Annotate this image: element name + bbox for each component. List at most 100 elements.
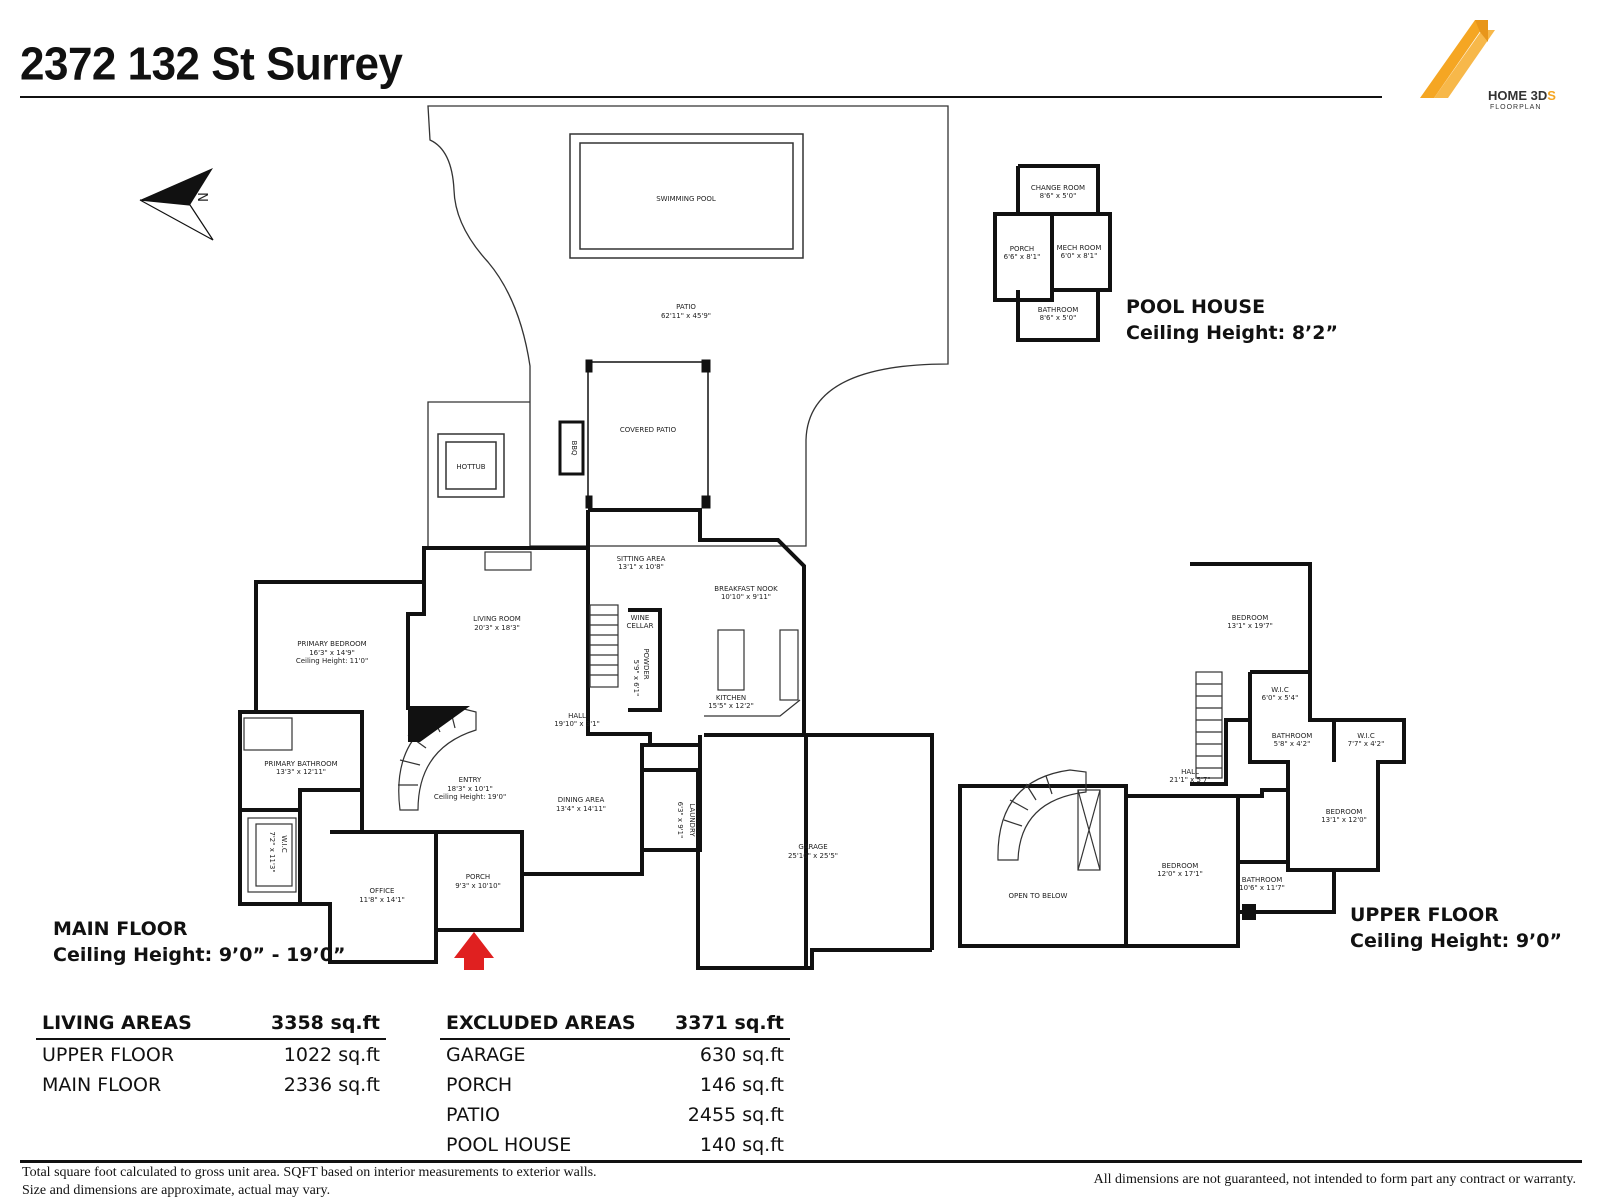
entry-name: ENTRY xyxy=(459,776,482,784)
powder-name: POWDER xyxy=(642,648,650,679)
ph-bath-dim: 8'6" x 5'0" xyxy=(1040,314,1077,322)
wine-name2: CELLAR xyxy=(627,622,654,630)
covered-patio xyxy=(585,359,711,509)
up-wic1-name: W.I.C xyxy=(1271,686,1289,694)
wic-name: W.I.C xyxy=(280,835,288,853)
living-areas-header: LIVING AREAS 3358 sq.ft xyxy=(36,1008,386,1040)
compass-label: N xyxy=(197,192,212,202)
logo-subtitle: FLOORPLAN xyxy=(1490,104,1542,111)
ph-mech-dim: 6'0" x 8'1" xyxy=(1061,252,1098,260)
upper-floor-details xyxy=(997,671,1223,871)
page-title: 2372 132 St Surrey xyxy=(20,38,403,91)
ph-porch-dim: 6'6" x 8'1" xyxy=(1004,253,1041,261)
living-dim: 20'3" x 18'3" xyxy=(474,624,520,632)
footer-warranty: All dimensions are not guaranteed, not i… xyxy=(1093,1172,1576,1187)
row-value: 2455 sq.ft xyxy=(687,1104,784,1126)
excluded-areas-header: EXCLUDED AREAS 3371 sq.ft xyxy=(440,1008,790,1040)
swimming-pool xyxy=(569,133,804,259)
pool-house-ceiling: Ceiling Height: 8’2” xyxy=(1126,322,1338,344)
excluded-areas-title: EXCLUDED AREAS xyxy=(446,1012,636,1034)
up-wic2-dim: 7'7" x 4'2" xyxy=(1348,740,1385,748)
bbq xyxy=(558,420,585,476)
laundry-dim: 6'3" x 9'1" xyxy=(676,802,684,839)
up-open-name: OPEN TO BELOW xyxy=(1009,892,1068,900)
living-name: LIVING ROOM xyxy=(473,615,521,623)
excluded-areas-total: 3371 sq.ft xyxy=(675,1012,784,1034)
ph-porch-name: PORCH xyxy=(1010,245,1034,253)
wine-name: WINE xyxy=(631,614,650,622)
row-value: 1022 sq.ft xyxy=(283,1044,380,1066)
primary-bath-dim: 13'3" x 12'11" xyxy=(276,768,326,776)
covered-patio-label: COVERED PATIO xyxy=(620,426,677,434)
hall-name: HALL xyxy=(568,712,586,720)
main-floor-details xyxy=(243,551,801,893)
hottub xyxy=(437,433,505,498)
main-floor-walls xyxy=(238,508,934,970)
up-bed2-name: BEDROOM xyxy=(1326,808,1363,816)
main-floor-label: MAIN FLOOR Ceiling Height: 9’0” - 19’0” xyxy=(53,916,345,968)
sitting-name: SITTING AREA xyxy=(617,555,666,563)
brand-logo: HOME 3DS FLOORPLAN xyxy=(1420,20,1570,115)
laundry-name: LAUNDRY xyxy=(688,803,696,837)
garage-name: GARAGE xyxy=(798,843,827,851)
hall-dim: 19'10" x 3'1" xyxy=(554,720,600,728)
pool-label: SWIMMING POOL xyxy=(656,195,716,203)
disclaimer-line-1: Total square foot calculated to gross un… xyxy=(22,1165,597,1180)
up-bed3-name: BEDROOM xyxy=(1162,862,1199,870)
table-row: PATIO 2455 sq.ft xyxy=(440,1100,790,1130)
dining-name: DINING AREA xyxy=(558,796,605,804)
ph-change-dim: 8'6" x 5'0" xyxy=(1040,192,1077,200)
row-label: GARAGE xyxy=(446,1044,526,1066)
up-wic2-name: W.I.C xyxy=(1357,732,1375,740)
up-bed1-name: BEDROOM xyxy=(1232,614,1269,622)
sitting-dim: 13'1" x 10'8" xyxy=(618,563,664,571)
wic-dim: 7'2" x 11'3" xyxy=(268,831,276,872)
powder-dim: 5'9" x 6'1" xyxy=(632,660,640,697)
upper-floor-name: UPPER FLOOR xyxy=(1350,904,1499,926)
pool-house-label: POOL HOUSE Ceiling Height: 8’2” xyxy=(1126,294,1338,346)
disclaimer-line-2: Size and dimensions are approximate, act… xyxy=(22,1183,331,1198)
office-dim: 11'8" x 14'1" xyxy=(359,896,405,904)
ph-bath-name: BATHROOM xyxy=(1038,306,1079,314)
title-divider xyxy=(20,96,1382,98)
footer-disclaimer: Total square foot calculated to gross un… xyxy=(22,1164,597,1200)
up-bath2-dim: 10'6" x 11'7" xyxy=(1239,884,1285,892)
primary-bed-ceiling: Ceiling Height: 11'0" xyxy=(296,657,368,665)
roof-logo-icon xyxy=(1420,20,1495,98)
row-value: 2336 sq.ft xyxy=(283,1074,380,1096)
up-bath1-name: BATHROOM xyxy=(1272,732,1313,740)
hottub-label: HOTTUB xyxy=(456,463,485,471)
kitchen-dim: 15'5" x 12'2" xyxy=(708,702,754,710)
dining-dim: 13'4" x 14'11" xyxy=(556,805,606,813)
up-bed3-dim: 12'0" x 17'1" xyxy=(1157,870,1203,878)
porch-name: PORCH xyxy=(466,873,490,881)
living-areas-table: LIVING AREAS 3358 sq.ft UPPER FLOOR 1022… xyxy=(36,1008,386,1100)
main-floor-ceiling: Ceiling Height: 9’0” - 19’0” xyxy=(53,944,346,966)
entry-arrow-icon xyxy=(454,932,494,970)
table-row: UPPER FLOOR 1022 sq.ft xyxy=(36,1040,386,1070)
upper-floor-shaft xyxy=(1242,904,1256,920)
upper-floor-label: UPPER FLOOR Ceiling Height: 9’0” xyxy=(1350,902,1562,954)
pool-house-name: POOL HOUSE xyxy=(1126,296,1266,318)
row-value: 140 sq.ft xyxy=(699,1134,784,1156)
row-value: 630 sq.ft xyxy=(699,1044,784,1066)
porch-dim: 9'3" x 10'10" xyxy=(455,882,501,890)
ph-change-name: CHANGE ROOM xyxy=(1031,184,1085,192)
garage-dim: 25'10" x 25'5" xyxy=(788,852,838,860)
row-value: 146 sq.ft xyxy=(699,1074,784,1096)
row-label: PATIO xyxy=(446,1104,500,1126)
row-label: PORCH xyxy=(446,1074,513,1096)
table-row: PORCH 146 sq.ft xyxy=(440,1070,790,1100)
logo-brand: HOME 3D xyxy=(1488,88,1548,103)
up-bed1-dim: 13'1" x 19'7" xyxy=(1227,622,1273,630)
entry-ceiling: Ceiling Height: 19'0" xyxy=(434,793,506,801)
table-row: POOL HOUSE 140 sq.ft xyxy=(440,1130,790,1160)
patio-label: PATIO xyxy=(676,303,696,311)
up-hall-dim: 21'1" x 5'7" xyxy=(1169,776,1210,784)
up-hall-name: HALL xyxy=(1181,768,1199,776)
up-bath1-dim: 5'8" x 4'2" xyxy=(1274,740,1311,748)
main-floor-name: MAIN FLOOR xyxy=(53,918,188,940)
patio-outline xyxy=(427,105,949,547)
row-label: POOL HOUSE xyxy=(446,1134,572,1156)
